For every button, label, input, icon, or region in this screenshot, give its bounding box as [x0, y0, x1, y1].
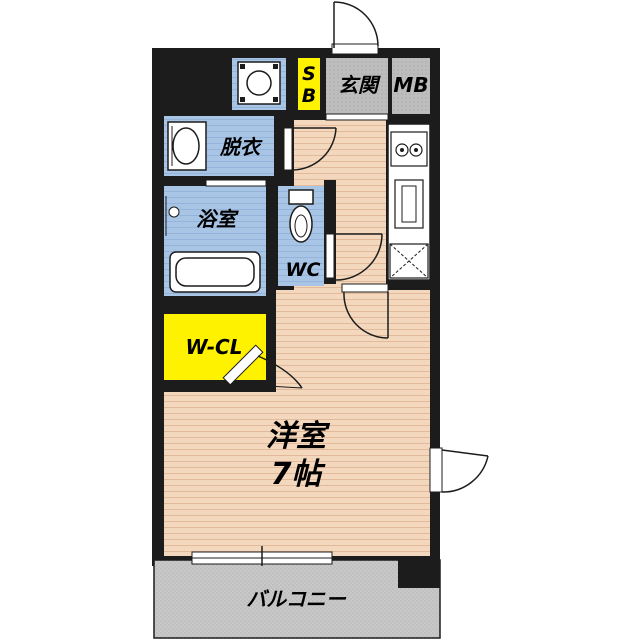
- side-door-icon: [429, 447, 489, 493]
- western-room-size-label: 7帖: [271, 457, 327, 492]
- closet-door-icon: [222, 344, 303, 389]
- bath-faucet-icon: [165, 196, 180, 236]
- balcony-label: バルコニー: [246, 587, 347, 611]
- dressing-label: 脱衣: [219, 135, 263, 159]
- entrance-label: 玄関: [338, 73, 381, 97]
- room-door-icon: [341, 283, 389, 339]
- shoe-box: [298, 58, 320, 110]
- balcony: [154, 560, 440, 638]
- shoe-box-b-label: B: [302, 85, 316, 107]
- toilet-label: WC: [286, 259, 321, 281]
- shoe-box-s-label: S: [302, 63, 316, 85]
- door-swing-icon: [331, 1, 379, 55]
- refrigerator-space-icon: [389, 243, 429, 279]
- dressing-door-icon: [283, 127, 337, 171]
- toilet-icon: [288, 189, 314, 243]
- washbasin-icon: [167, 121, 207, 171]
- walk-in-closet: [164, 314, 266, 380]
- wc-door-icon: [325, 233, 383, 281]
- bathtub-icon: [169, 251, 261, 293]
- western-room: [164, 290, 430, 556]
- washing-machine-icon: [237, 61, 281, 105]
- stove-icon: [390, 131, 428, 167]
- meter-box: [392, 58, 430, 114]
- bathroom-label: 浴室: [196, 207, 239, 231]
- western-room-label: 洋室: [266, 419, 331, 454]
- sink-icon: [394, 179, 424, 229]
- meter-box-label: MB: [393, 73, 428, 97]
- window-icon: [191, 546, 333, 566]
- entrance-step: [325, 113, 389, 121]
- entrance-floor: [326, 58, 388, 114]
- bathroom-door-icon: [205, 179, 267, 187]
- walk-in-closet-label: W-CL: [186, 335, 243, 359]
- balcony-corner-block: [398, 558, 440, 588]
